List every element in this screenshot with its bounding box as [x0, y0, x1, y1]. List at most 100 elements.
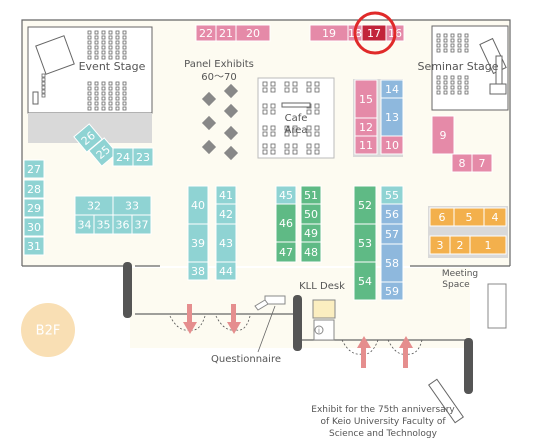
- panel-exhibits-label: Panel Exhibits: [184, 59, 254, 70]
- booth-4: 4: [483, 207, 507, 227]
- highlight-ring: [353, 11, 397, 55]
- booth-number: 35: [97, 219, 111, 232]
- booth-box: [23, 198, 45, 218]
- seminar-stage-label: Seminar Stage: [417, 60, 498, 73]
- panel-exhibits-range: 60～70: [201, 72, 236, 83]
- booth-number: 49: [304, 227, 318, 240]
- note-line-1: Exhibit for the 75th anniversary: [311, 405, 455, 415]
- booth-number: 4: [492, 211, 499, 224]
- booth-number: 7: [479, 157, 486, 170]
- booth-35: 35: [93, 214, 114, 235]
- kll-desk-label: KLL Desk: [299, 281, 345, 292]
- booth-number: 34: [78, 219, 92, 232]
- meeting-space-label-2: Space: [442, 280, 470, 290]
- booth-number: 27: [27, 163, 41, 176]
- booth-number: 17: [367, 27, 381, 40]
- booth-46: 46: [275, 203, 297, 243]
- booth-number: 37: [135, 219, 149, 232]
- booth-number: 41: [219, 189, 233, 202]
- info-icon: i: [318, 327, 320, 335]
- booth-box: [354, 135, 378, 155]
- booth-57: 57: [380, 223, 404, 245]
- booth-39: 39: [187, 223, 209, 263]
- event-stage-label: Event Stage: [79, 60, 146, 73]
- booth-13: 13: [380, 97, 404, 137]
- booth-box: [23, 159, 45, 179]
- booth-49: 49: [300, 223, 322, 243]
- booth-8: 8: [451, 153, 473, 173]
- booth-47: 47: [275, 241, 297, 263]
- booth-7: 7: [471, 153, 493, 173]
- cafe-area-label-1: Cafe: [285, 113, 308, 124]
- booth-number: 24: [116, 151, 130, 164]
- booth-24: 24: [112, 147, 134, 167]
- booth-number: 1: [485, 239, 492, 252]
- booth-number: 39: [191, 237, 205, 250]
- booth-box: [88, 137, 118, 167]
- booth-number: 12: [359, 121, 373, 134]
- booth-25: 25: [88, 137, 118, 167]
- booth-29: 29: [23, 198, 45, 218]
- booth-box: [23, 217, 45, 237]
- booth-number: 2: [457, 239, 464, 252]
- cafe-area-label-2: Area: [284, 125, 307, 136]
- booth-number: 6: [439, 211, 446, 224]
- booth-10: 10: [380, 135, 404, 155]
- booth-box: [23, 236, 45, 256]
- booth-number: 15: [359, 93, 373, 106]
- booth-number: 29: [27, 202, 41, 215]
- booth-number: 10: [385, 139, 399, 152]
- booth-36: 36: [112, 214, 133, 235]
- booth-6: 6: [429, 207, 455, 227]
- cafe-area: Cafe Area: [257, 77, 335, 159]
- booth-number: 58: [385, 257, 399, 270]
- questionnaire-label: Questionnaire: [211, 354, 281, 365]
- booth-50: 50: [300, 203, 322, 225]
- booth-number: 36: [116, 219, 130, 232]
- booth-number: 3: [437, 239, 444, 252]
- booth-number: 5: [466, 211, 473, 224]
- booth-number: 48: [304, 246, 318, 259]
- booth-number: 50: [304, 208, 318, 221]
- booth-box: [469, 235, 507, 255]
- booth-box: [187, 261, 209, 281]
- booth-37: 37: [131, 214, 152, 235]
- booth-number: 42: [219, 208, 233, 221]
- booth-number: 47: [279, 246, 293, 259]
- booth-58: 58: [380, 243, 404, 283]
- booth-number: 22: [199, 27, 213, 40]
- booth-12: 12: [354, 117, 378, 137]
- booth-30: 30: [23, 217, 45, 237]
- note-line-3: Science and Technology: [329, 429, 438, 439]
- booth-55: 55: [380, 185, 404, 205]
- booth-19: 19: [309, 24, 349, 42]
- booth-number: 53: [358, 237, 372, 250]
- booth-number: 23: [136, 151, 150, 164]
- booth-number: 55: [385, 189, 399, 202]
- booth-17: 17: [361, 24, 387, 42]
- booth-15: 15: [354, 79, 378, 119]
- booth-21: 21: [215, 24, 237, 42]
- booth-number: 21: [219, 27, 233, 40]
- exit-stub: [428, 378, 464, 424]
- booth-box: [353, 261, 377, 301]
- booth-number: 44: [219, 265, 233, 278]
- booth-32: 32: [74, 195, 114, 216]
- booth-box: [132, 147, 154, 167]
- questionnaire-stand: Questionnaire: [211, 295, 286, 365]
- booth-number: 20: [246, 27, 260, 40]
- booth-22: 22: [195, 24, 217, 42]
- booth-3: 3: [429, 235, 451, 255]
- booth-23: 23: [132, 147, 154, 167]
- booth-53: 53: [353, 223, 377, 263]
- booth-number: 8: [459, 157, 466, 170]
- wall-posts: [123, 262, 473, 394]
- booth-number: 13: [385, 111, 399, 124]
- booth-number: 19: [322, 27, 336, 40]
- booth-2: 2: [449, 235, 471, 255]
- note-line-2: of Keio University Faculty of: [320, 417, 446, 427]
- booth-number: 11: [359, 139, 373, 152]
- booth-59: 59: [380, 281, 404, 301]
